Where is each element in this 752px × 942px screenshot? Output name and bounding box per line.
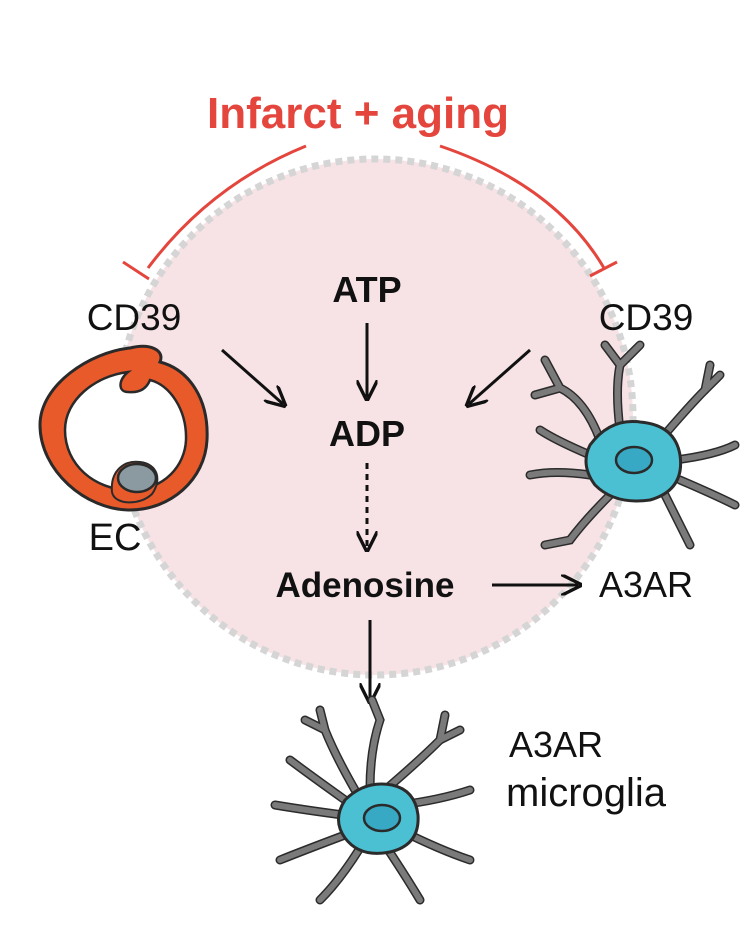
atp-label: ATP xyxy=(332,269,401,310)
cd39-left-label: CD39 xyxy=(87,297,182,338)
glial-cell-icon xyxy=(525,340,740,550)
a3ar-label: A3AR xyxy=(599,564,693,605)
nucleus-icon xyxy=(116,462,158,494)
arrow-left-cd39-to-adp xyxy=(221,348,283,404)
microglia-icon xyxy=(270,695,475,905)
inhibition-right xyxy=(439,144,618,278)
cd39-right-label: CD39 xyxy=(599,297,694,338)
adp-label: ADP xyxy=(329,413,405,454)
adenosine-label: Adenosine xyxy=(276,566,455,605)
inhibition-left xyxy=(122,144,307,281)
endothelial-cell-icon xyxy=(38,344,209,512)
microglia-label-line2: microglia xyxy=(506,771,667,815)
diagram-title: Infarct + aging xyxy=(207,89,509,138)
microglia-label-line1: A3AR xyxy=(509,724,603,765)
arrow-right-cd39-to-adp xyxy=(469,348,531,404)
ec-label: EC xyxy=(89,517,142,559)
